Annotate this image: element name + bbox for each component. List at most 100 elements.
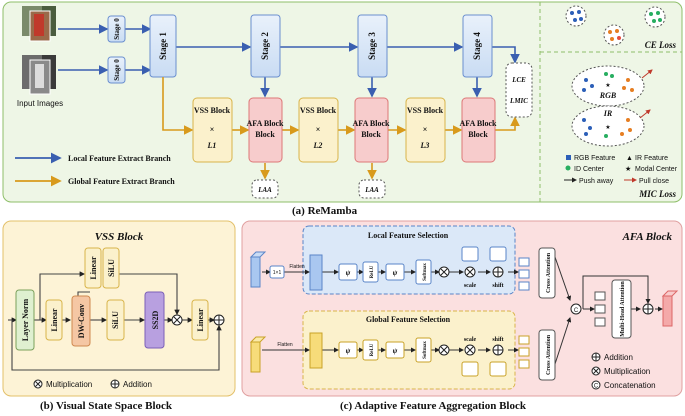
vss-multiply-op <box>171 314 183 326</box>
svg-text:Cross Attention: Cross Attention <box>546 334 552 375</box>
svg-text:SiLU: SiLU <box>107 259 116 277</box>
svg-text:Push away: Push away <box>579 178 614 185</box>
caption-a: (a) ReMamba <box>292 205 358 217</box>
svg-text:Stage 3: Stage 3 <box>367 32 377 60</box>
multi-head-attention: Multi-Head Attention <box>611 279 632 339</box>
vss-add-op <box>213 314 225 326</box>
local-input-tensor <box>249 251 267 288</box>
svg-text:Cross Attention: Cross Attention <box>546 252 552 293</box>
loss-mic-label: LMIC <box>509 97 528 105</box>
svg-text:SS2D: SS2D <box>151 310 160 329</box>
svg-text:Modal Center: Modal Center <box>635 166 678 173</box>
global-relu-label: ReLU <box>370 343 375 356</box>
local-phi2-label: ψ <box>393 269 398 277</box>
global-phi1 <box>338 341 358 359</box>
stage-2: Stage 2 <box>250 14 281 78</box>
svg-text:Linear: Linear <box>50 308 59 332</box>
mic-loss-illustration: ★ ★ <box>571 65 653 147</box>
svg-text:Block: Block <box>361 130 381 139</box>
concat-op <box>570 303 582 315</box>
svg-text:AFA Block: AFA Block <box>247 119 285 128</box>
vss-block-2: VSS Block × L2 <box>298 97 339 163</box>
svg-text:C: C <box>574 308 579 314</box>
svg-text:C: C <box>594 384 599 390</box>
svg-text:×: × <box>423 125 428 134</box>
vss-silu-1: SiLU <box>102 247 120 289</box>
vss-dwconv: DW-Conv <box>71 295 91 347</box>
mic-legend: RGB Feature ▲ IR Feature ID Center ★ Mod… <box>564 155 678 185</box>
local-flat-tensor <box>309 254 323 291</box>
local-phi1 <box>338 263 358 281</box>
svg-text:Pull close: Pull close <box>639 178 669 185</box>
svg-text:★: ★ <box>605 82 610 89</box>
output-tensor <box>661 290 679 327</box>
stage-1: Stage 1 <box>149 14 177 78</box>
svg-text:IR Feature: IR Feature <box>635 155 668 162</box>
svg-text:AFA Block: AFA Block <box>353 119 391 128</box>
ce-loss-title: CE Loss <box>645 40 677 50</box>
caption-b: (b) Visual State Space Block <box>40 400 173 412</box>
svg-text:VSS Block: VSS Block <box>407 106 444 115</box>
svg-text:Linear: Linear <box>89 256 98 280</box>
svg-text:Linear: Linear <box>196 308 205 332</box>
vss-title: VSS Block <box>95 231 144 243</box>
svg-text:★: ★ <box>625 165 631 173</box>
svg-text:RGB Feature: RGB Feature <box>574 155 615 162</box>
afa-block-3: AFA Block Block <box>460 97 498 163</box>
local-scale-label: scale <box>464 283 477 289</box>
ce-loss-clusters <box>565 5 666 46</box>
local-phi2 <box>385 263 405 281</box>
stage0-bottom-label: Stage 0 <box>113 59 121 81</box>
flatten-local-label: Flatten <box>289 264 305 270</box>
legend-global: Global Feature Extract Branch <box>68 177 175 186</box>
vss-linear-2: Linear <box>84 247 102 289</box>
afa-block-2: AFA Block Block <box>353 97 391 163</box>
svg-text:Layer Norm: Layer Norm <box>21 299 30 342</box>
flatten-global-label: Flatten <box>277 342 293 348</box>
local-relu-label: ReLU <box>370 265 375 278</box>
caption-c: (c) Adaptive Feature Aggregation Block <box>340 400 526 412</box>
svg-text:SiLU: SiLU <box>111 311 120 329</box>
afa-block-1: AFA Block Block <box>247 97 285 163</box>
legend-local: Local Feature Extract Branch <box>68 154 171 163</box>
local-softmax <box>415 259 432 285</box>
svg-text:ID Center: ID Center <box>574 166 605 173</box>
svg-text:×: × <box>316 125 321 134</box>
svg-text:▲: ▲ <box>626 155 633 162</box>
input-images-label: Input Images <box>17 99 63 108</box>
svg-text:DW-Conv: DW-Conv <box>77 304 86 338</box>
vss-block-1: VSS Block L1 × <box>192 97 233 163</box>
stage0-top <box>107 15 126 43</box>
local-phi1-label: ψ <box>346 269 351 277</box>
svg-text:L2: L2 <box>313 141 323 150</box>
svg-text:Stage 4: Stage 4 <box>472 32 482 60</box>
svg-text:AFA Block: AFA Block <box>460 119 498 128</box>
mic-rgb-label: RGB <box>599 91 617 100</box>
global-shift-label: shift <box>492 337 503 343</box>
input-images <box>22 6 56 95</box>
laa-loss-2-label: LAA <box>364 186 379 194</box>
panel-b: VSS Block Layer Norm Linear Linear <box>2 220 236 397</box>
mic-loss-title: MIC Loss <box>638 189 676 199</box>
local-relu <box>362 261 379 283</box>
stage0-bottom <box>107 56 126 84</box>
cross-attention-local: Cross Attention <box>538 247 556 299</box>
laa-loss-1-label: LAA <box>257 186 272 194</box>
svg-text:★: ★ <box>605 124 610 131</box>
laa-loss-1 <box>251 179 279 199</box>
global-softmax <box>415 337 432 363</box>
stage-3: Stage 3 <box>357 14 388 78</box>
vss-legend-add: Addition <box>123 380 152 389</box>
global-flat-tensor <box>309 332 323 369</box>
vss-linear-3: Linear <box>191 299 209 341</box>
vss-linear-1: Linear <box>45 299 63 341</box>
panel-a: Input Images Stage 0 Stage 0 Stage 1 <box>2 1 683 203</box>
afa-title: AFA Block <box>622 231 673 243</box>
svg-text:L3: L3 <box>420 141 430 150</box>
svg-text:×: × <box>210 125 215 134</box>
stage-4: Stage 4 <box>462 14 493 78</box>
vss-silu-2: SiLU <box>106 299 125 341</box>
svg-text:Block: Block <box>468 130 488 139</box>
panel-c: AFA Block Local Feature Selection Global… <box>241 220 683 397</box>
